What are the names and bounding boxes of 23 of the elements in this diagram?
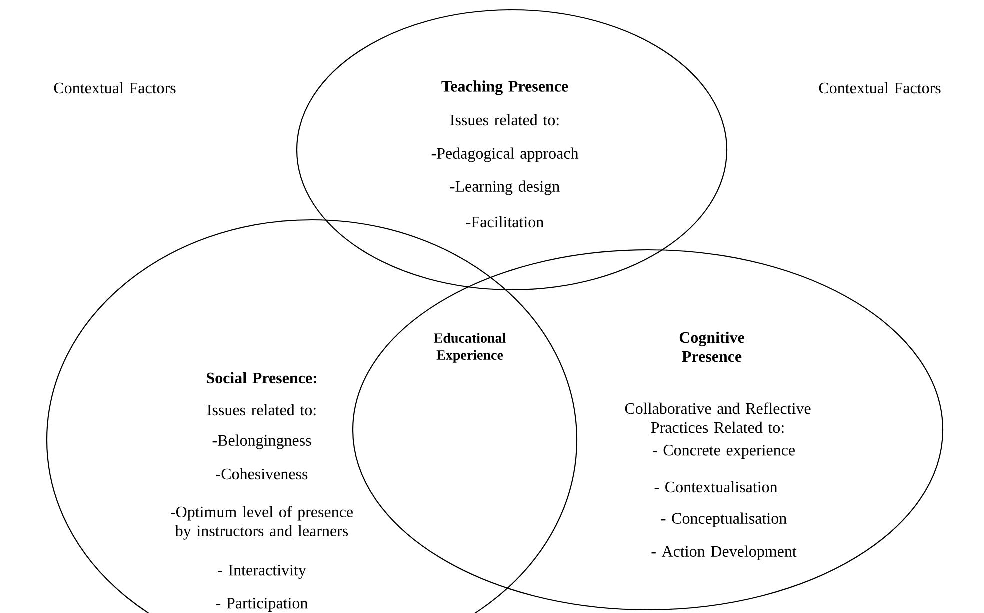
circle-text: - Action Development — [652, 546, 797, 560]
circle-text: -Facilitation — [466, 216, 544, 228]
circle-text: -Learning design — [450, 180, 560, 196]
circle-text: - Interactivity — [218, 564, 306, 580]
circle-text: -Cohesiveness — [216, 468, 308, 480]
circle-heading: Cognitive Presence — [680, 332, 744, 362]
circle-text: -Optimum level of presence by instructors and learners — [171, 506, 353, 540]
venn-circle — [352, 249, 944, 611]
side-label: Contextual Factors — [819, 82, 941, 94]
circle-text: -Pedagogical approach — [432, 148, 579, 162]
circle-text: - Participation — [216, 598, 308, 612]
circle-heading: Teaching Presence — [442, 80, 568, 96]
circle-text: - Contextualisation — [654, 481, 778, 493]
venn-circle — [296, 9, 728, 291]
circle-text: -Belongingness — [212, 434, 312, 450]
circle-text: Issues related to: — [208, 404, 316, 416]
circle-text: Collaborative and Reflective Practices Related to: — [625, 402, 811, 434]
circle-heading: Social Presence: — [207, 372, 316, 384]
side-label: Contextual Factors — [54, 82, 176, 94]
circle-text: - Concrete experience — [653, 445, 795, 459]
circle-text: Issues related to: — [450, 114, 559, 126]
overlap-label: Educational Experience — [434, 333, 506, 363]
circle-text: - Conceptualisation — [662, 512, 787, 528]
